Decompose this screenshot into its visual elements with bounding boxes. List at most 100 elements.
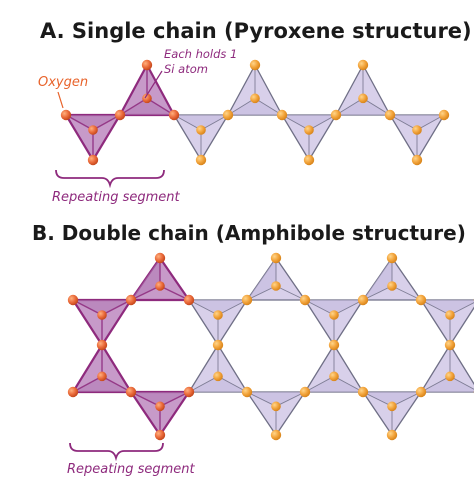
repeating-segment-bracket-a xyxy=(55,169,165,189)
tetrahedron-edge xyxy=(304,375,335,393)
tetrahedron-shade xyxy=(73,376,131,392)
silicon-atom xyxy=(329,371,339,382)
oxygen-atom xyxy=(415,386,427,398)
tetrahedron-down xyxy=(129,390,191,437)
tetrahedron-edge xyxy=(449,375,474,390)
single-chain xyxy=(60,59,450,166)
tetrahedron-edge xyxy=(130,391,161,407)
tetrahedron-shade xyxy=(228,98,282,115)
tetrahedron-edge xyxy=(420,299,451,316)
tetrahedron-edge xyxy=(335,97,364,116)
oxygen-atom xyxy=(241,294,253,306)
oxygen-atom xyxy=(438,109,450,121)
oxygen-atom xyxy=(276,109,288,121)
tetrahedron-edge xyxy=(188,299,219,316)
silicon-atom xyxy=(304,125,314,135)
oxygen-atom xyxy=(125,294,137,306)
oxygen-atom xyxy=(212,339,224,351)
section-a-title: A. Single chain (Pyroxene structure) xyxy=(40,19,472,43)
tetrahedron-down xyxy=(281,114,337,161)
oxygen-atom xyxy=(330,109,342,121)
tetrahedron-edge xyxy=(159,391,190,407)
tetrahedron-shade xyxy=(363,392,421,407)
tetrahedron-shade xyxy=(73,300,131,315)
oxygen-atom xyxy=(183,294,195,306)
oxygen-atom xyxy=(67,294,79,306)
tetrahedron-down xyxy=(362,391,422,436)
oxygen-atom xyxy=(299,294,311,306)
tetrahedron-shade xyxy=(189,300,247,315)
tetrahedron-shade xyxy=(247,392,305,407)
tetrahedron-shade xyxy=(390,115,444,130)
oxygen-atom xyxy=(60,109,72,121)
tetrahedron-shade xyxy=(305,300,363,315)
silicon-atom xyxy=(358,93,368,104)
double-chain xyxy=(67,252,474,441)
tetrahedron-edge xyxy=(254,97,283,116)
silicon-atom xyxy=(271,401,281,412)
silicon-atom xyxy=(445,371,455,382)
tetrahedron-up xyxy=(129,256,191,302)
tetrahedron-up xyxy=(362,257,422,301)
oxygen-atom xyxy=(154,252,166,264)
oxygen-atom xyxy=(241,386,253,398)
silicon-atom xyxy=(155,281,165,291)
tetrahedron-shade xyxy=(174,115,228,130)
tetrahedron-edge xyxy=(217,375,248,393)
silicon-atom xyxy=(213,371,223,382)
tetrahedron-up xyxy=(118,63,176,117)
oxygen-atom xyxy=(67,386,79,398)
tetrahedron-edge xyxy=(246,285,277,301)
oxygen-atom xyxy=(96,339,108,351)
silicon-atom xyxy=(445,310,455,320)
tetrahedron-down xyxy=(304,299,364,346)
repeating-segment-label-a: Repeating segment xyxy=(52,190,181,205)
silicon-atom xyxy=(155,401,165,412)
oxygen-atom xyxy=(444,339,456,351)
tetrahedron-down xyxy=(71,298,133,347)
silicon-atom xyxy=(387,401,397,412)
tetrahedron-down xyxy=(173,114,229,161)
tetrahedron-shade xyxy=(282,115,336,130)
oxygen-atom xyxy=(270,252,282,264)
tetrahedron-edge xyxy=(362,97,391,116)
tetrahedron-up xyxy=(335,64,391,116)
tetrahedron-edge xyxy=(72,375,103,393)
tetrahedron-edge xyxy=(362,285,393,301)
tetrahedron-down xyxy=(420,299,474,346)
tetrahedron-edge xyxy=(227,97,256,116)
tetrahedron-shade xyxy=(120,98,174,115)
tetrahedron-up xyxy=(246,257,306,301)
tetrahedron-edge xyxy=(420,375,451,393)
oxygen-atom xyxy=(125,386,137,398)
silicon-atom xyxy=(412,125,422,135)
each-holds-label-line2: Si atom xyxy=(164,62,208,76)
oxygen-atom xyxy=(222,109,234,121)
tetrahedron-edge xyxy=(275,285,306,301)
silicon-atom xyxy=(213,310,223,320)
silicon-atom xyxy=(97,310,107,320)
oxygen-atom xyxy=(415,294,427,306)
tetrahedron-edge xyxy=(333,375,364,393)
tetrahedron-up xyxy=(188,344,248,393)
tetrahedron-shade xyxy=(421,300,474,315)
oxygen-atom xyxy=(183,386,195,398)
tetrahedron-down xyxy=(246,391,306,436)
tetrahedron-edge xyxy=(101,299,132,316)
oxygen-atom xyxy=(303,154,315,166)
tetrahedron-edge xyxy=(362,391,393,407)
oxygen-atom xyxy=(357,59,369,71)
tetrahedron-down xyxy=(188,299,248,346)
oxygen-atom xyxy=(386,429,398,441)
tetrahedron-edge xyxy=(333,299,364,316)
oxygen-atom xyxy=(270,429,282,441)
silicon-atom xyxy=(271,281,281,291)
oxygen-atom xyxy=(328,339,340,351)
silicon-atom xyxy=(97,371,107,382)
tetrahedron-up xyxy=(420,344,474,393)
tetrahedron-shade xyxy=(66,115,120,130)
each-holds-label-line1: Each holds 1 xyxy=(164,47,237,61)
oxygen-label: Oxygen xyxy=(38,75,88,90)
tetrahedron-edge xyxy=(146,97,175,116)
tetrahedron-edge xyxy=(275,391,306,407)
